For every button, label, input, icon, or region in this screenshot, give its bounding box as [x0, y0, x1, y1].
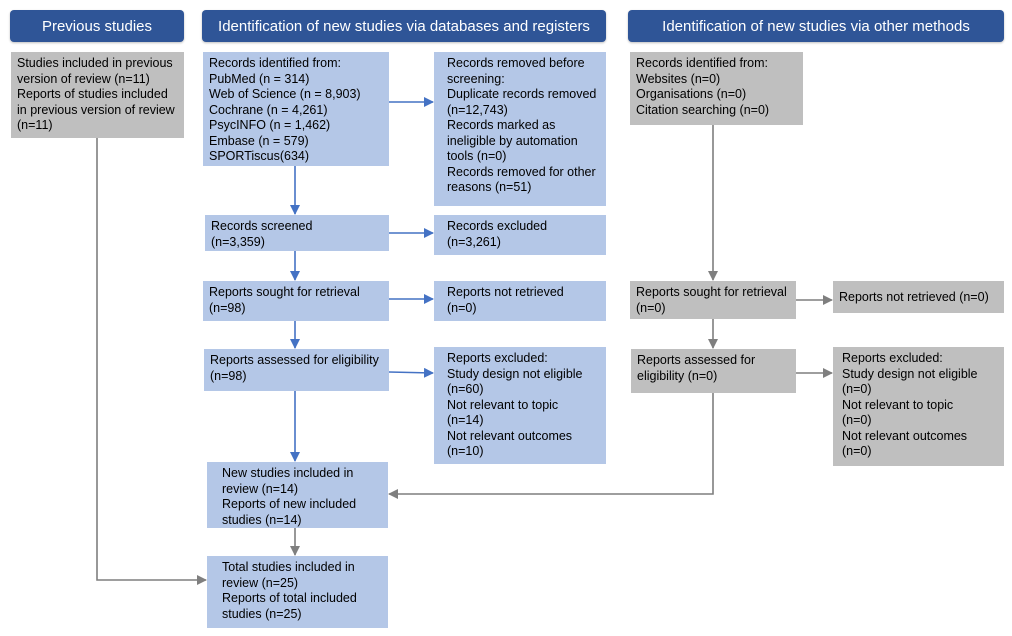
other-reports-excluded-box: Reports excluded: Study design not eligi…	[833, 347, 1004, 466]
header-other-methods: Identification of new studies via other …	[628, 10, 1004, 42]
previous-studies-box: Studies included in previous version of …	[11, 52, 184, 138]
records-removed-box: Records removed before screening: Duplic…	[434, 52, 606, 206]
reports-assessed-box: Reports assessed for eligibility (n=98)	[204, 349, 389, 391]
records-screened-box: Records screened (n=3,359)	[205, 215, 389, 251]
other-reports-not-retrieved-box: Reports not retrieved (n=0)	[833, 281, 1004, 313]
reports-not-retrieved-box: Reports not retrieved (n=0)	[434, 281, 606, 321]
records-identified-box: Records identified from: PubMed (n = 314…	[203, 52, 389, 166]
arrow-assessed-to-excluded	[388, 367, 434, 378]
arrow-previous-to-total	[96, 138, 207, 585]
other-records-identified-box: Records identified from: Websites (n=0) …	[630, 52, 803, 125]
other-reports-sought-box: Reports sought for retrieval (n=0)	[630, 281, 796, 319]
records-excluded-box: Records excluded (n=3,261)	[434, 215, 606, 255]
reports-excluded-box: Reports excluded: Study design not eligi…	[434, 347, 606, 464]
header-databases-registers: Identification of new studies via databa…	[202, 10, 606, 42]
arrow-other-assessed-to-new-included	[388, 393, 714, 499]
reports-sought-box: Reports sought for retrieval (n=98)	[203, 281, 389, 321]
new-studies-included-box: New studies included in review (n=14) Re…	[207, 462, 388, 528]
other-reports-assessed-box: Reports assessed for eligibility (n=0)	[631, 349, 796, 393]
header-previous-studies: Previous studies	[10, 10, 184, 42]
total-studies-included-box: Total studies included in review (n=25) …	[207, 556, 388, 628]
